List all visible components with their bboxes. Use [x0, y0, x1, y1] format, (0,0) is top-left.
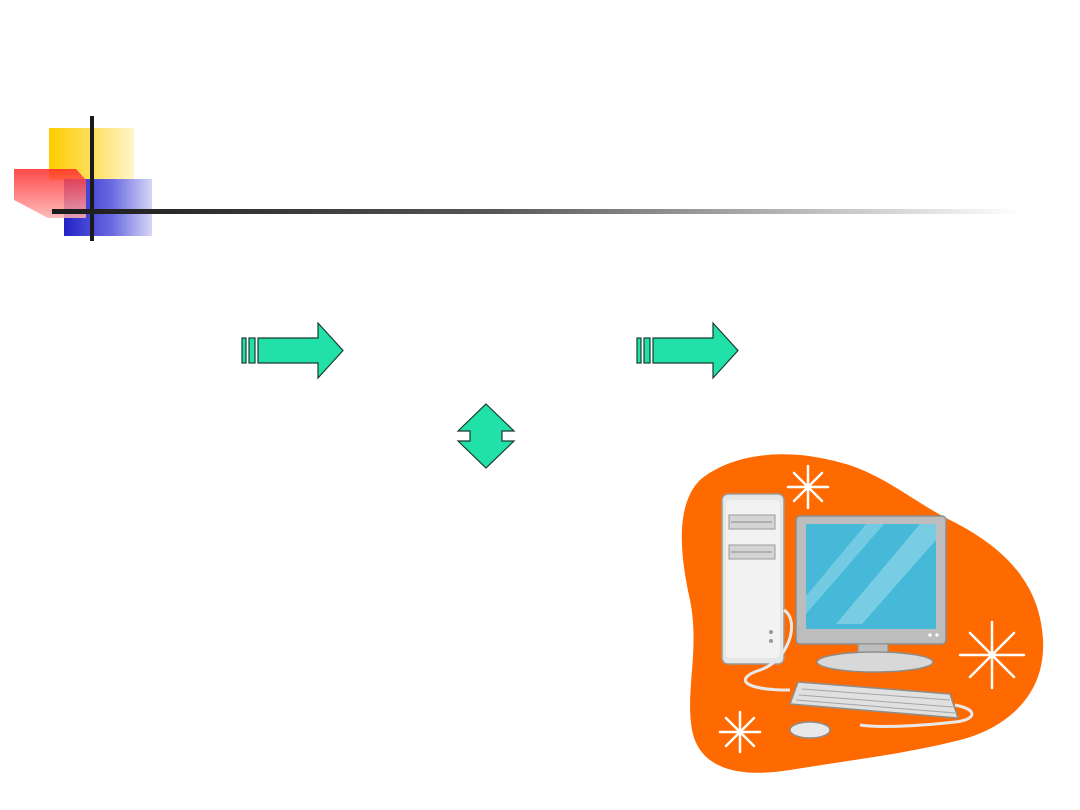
sparkle-icon [786, 464, 830, 510]
vertical-rule [90, 116, 94, 241]
red-square [14, 169, 86, 218]
right-arrow-2 [636, 321, 739, 380]
keyboard [788, 681, 960, 719]
up-down-arrow [456, 403, 516, 469]
arrow-right-icon [636, 321, 739, 380]
cable [743, 608, 794, 692]
cable [859, 703, 974, 728]
arrow-right-icon [241, 321, 344, 380]
desktop-computer-icon [681, 454, 1044, 773]
corner-squares-decoration [14, 116, 1020, 241]
sparkle-icon [718, 710, 762, 754]
arrow-up-down-icon [456, 403, 516, 469]
monitor [795, 515, 947, 673]
horizontal-rule [52, 209, 1020, 214]
tower-case [721, 493, 785, 665]
right-arrow-1 [241, 321, 344, 380]
desktop-computer-clipart [681, 454, 1044, 773]
mouse [789, 721, 831, 739]
sparkle-icon [958, 620, 1026, 690]
